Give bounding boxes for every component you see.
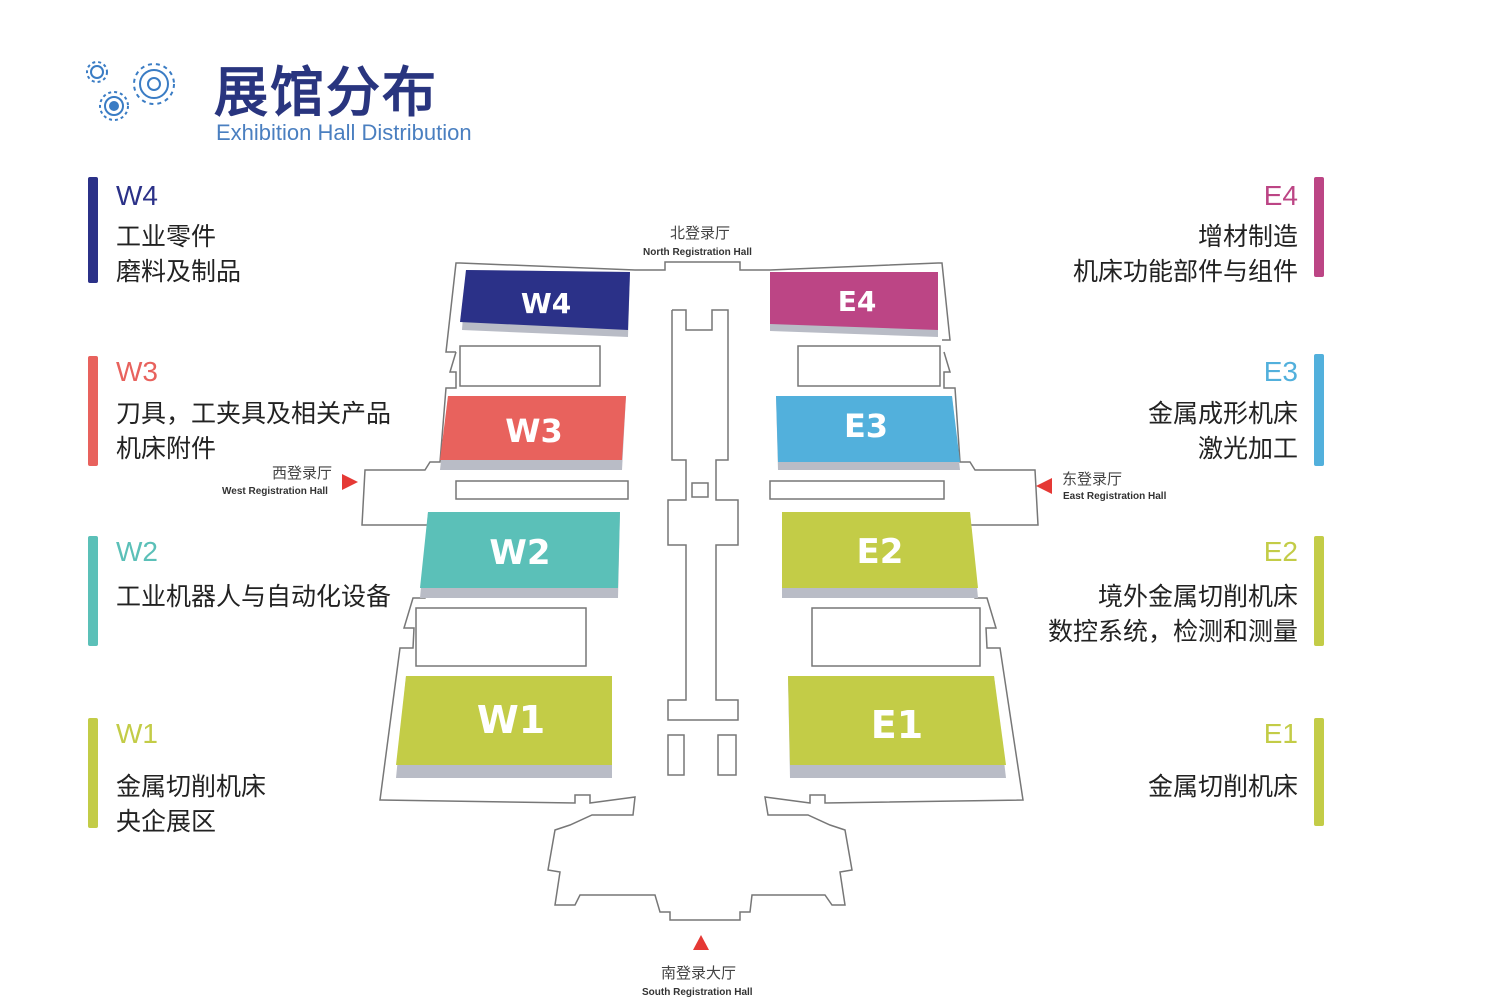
west-registration-en: West Registration Hall — [222, 486, 328, 497]
legend-w3-bar — [88, 356, 98, 466]
legend-w4-line1: 工业零件 — [116, 222, 217, 251]
legend-w1-line2: 央企展区 — [116, 807, 217, 836]
south-entrance-arrow — [693, 935, 709, 950]
legend-w1-bar — [88, 718, 98, 828]
page-subtitle: Exhibition Hall Distribution — [216, 120, 472, 145]
legend-w2-code: W2 — [116, 536, 158, 567]
legend-e2-bar — [1314, 536, 1324, 646]
hall-e2-label: E2 — [857, 532, 904, 572]
legend-e4-line2: 机床功能部件与组件 — [1072, 257, 1298, 286]
east-registration-en: East Registration Hall — [1063, 491, 1167, 502]
hall-e4-label: E4 — [838, 285, 877, 318]
hall-w2-label: W2 — [489, 533, 550, 573]
north-registration-en: North Registration Hall — [643, 247, 752, 258]
legend-e1-code: E1 — [1263, 718, 1298, 749]
legend-w2-line1: 工业机器人与自动化设备 — [116, 582, 392, 611]
hall-w2-block — [420, 512, 620, 588]
legend-w3-line2: 机床附件 — [116, 434, 217, 463]
legend-e2-line1: 境外金属切削机床 — [1097, 582, 1298, 611]
legend-w4-bar — [88, 177, 98, 283]
west-registration-cn: 西登录厅 — [272, 464, 333, 482]
hall-w4-block — [460, 270, 630, 330]
hall-e1-label: E1 — [871, 703, 923, 747]
legend-e2-code: E2 — [1263, 536, 1298, 567]
legend-e4-line1: 增材制造 — [1197, 222, 1298, 251]
hall-e2-block — [782, 512, 978, 588]
legend-e4-code: E4 — [1263, 180, 1298, 211]
south-registration-cn: 南登录大厅 — [661, 964, 737, 982]
east-entrance-arrow — [1036, 478, 1052, 494]
legend-e3-line2: 激光加工 — [1197, 434, 1298, 463]
hall-w3-block — [440, 396, 626, 460]
hall-w1-label: W1 — [477, 698, 545, 742]
west-entrance-arrow — [342, 474, 358, 490]
south-registration-en: South Registration Hall — [642, 987, 753, 998]
legend-w1-code: W1 — [116, 718, 158, 749]
legend-w1-line1: 金属切削机床 — [116, 772, 267, 801]
hall-w4-label: W4 — [521, 287, 571, 320]
north-registration-cn: 北登录厅 — [670, 224, 731, 242]
hall-e3-block — [776, 396, 960, 462]
legend-w4-code: W4 — [116, 180, 158, 211]
hall-e3-label: E3 — [844, 407, 888, 445]
hall-e4-block — [770, 272, 938, 330]
hall-w1-block — [396, 676, 612, 765]
legend-e2-line2: 数控系统，检测和测量 — [1047, 617, 1298, 646]
hall-blocks — [396, 270, 1006, 778]
legend-e1-line1: 金属切削机床 — [1147, 772, 1298, 801]
hall-w3-label: W3 — [505, 412, 563, 450]
legend-e3-code: E3 — [1263, 356, 1298, 387]
hall-e1-block — [788, 676, 1006, 765]
legend-w2-bar — [88, 536, 98, 646]
east-registration-cn: 东登录厅 — [1062, 470, 1123, 488]
legend-e1-bar — [1314, 718, 1324, 826]
legend-e3-line1: 金属成形机床 — [1147, 399, 1298, 428]
legend-w4-line2: 磨料及制品 — [116, 257, 242, 286]
building-outline — [361, 261, 1039, 921]
page-title: 展馆分布 — [214, 61, 438, 124]
gears-icon — [86, 61, 175, 121]
legend-w3-line1: 刀具，工夹具及相关产品 — [116, 399, 392, 428]
legend-e3-bar — [1314, 354, 1324, 466]
legend-e4-bar — [1314, 177, 1324, 277]
legend-w3-code: W3 — [116, 356, 158, 387]
